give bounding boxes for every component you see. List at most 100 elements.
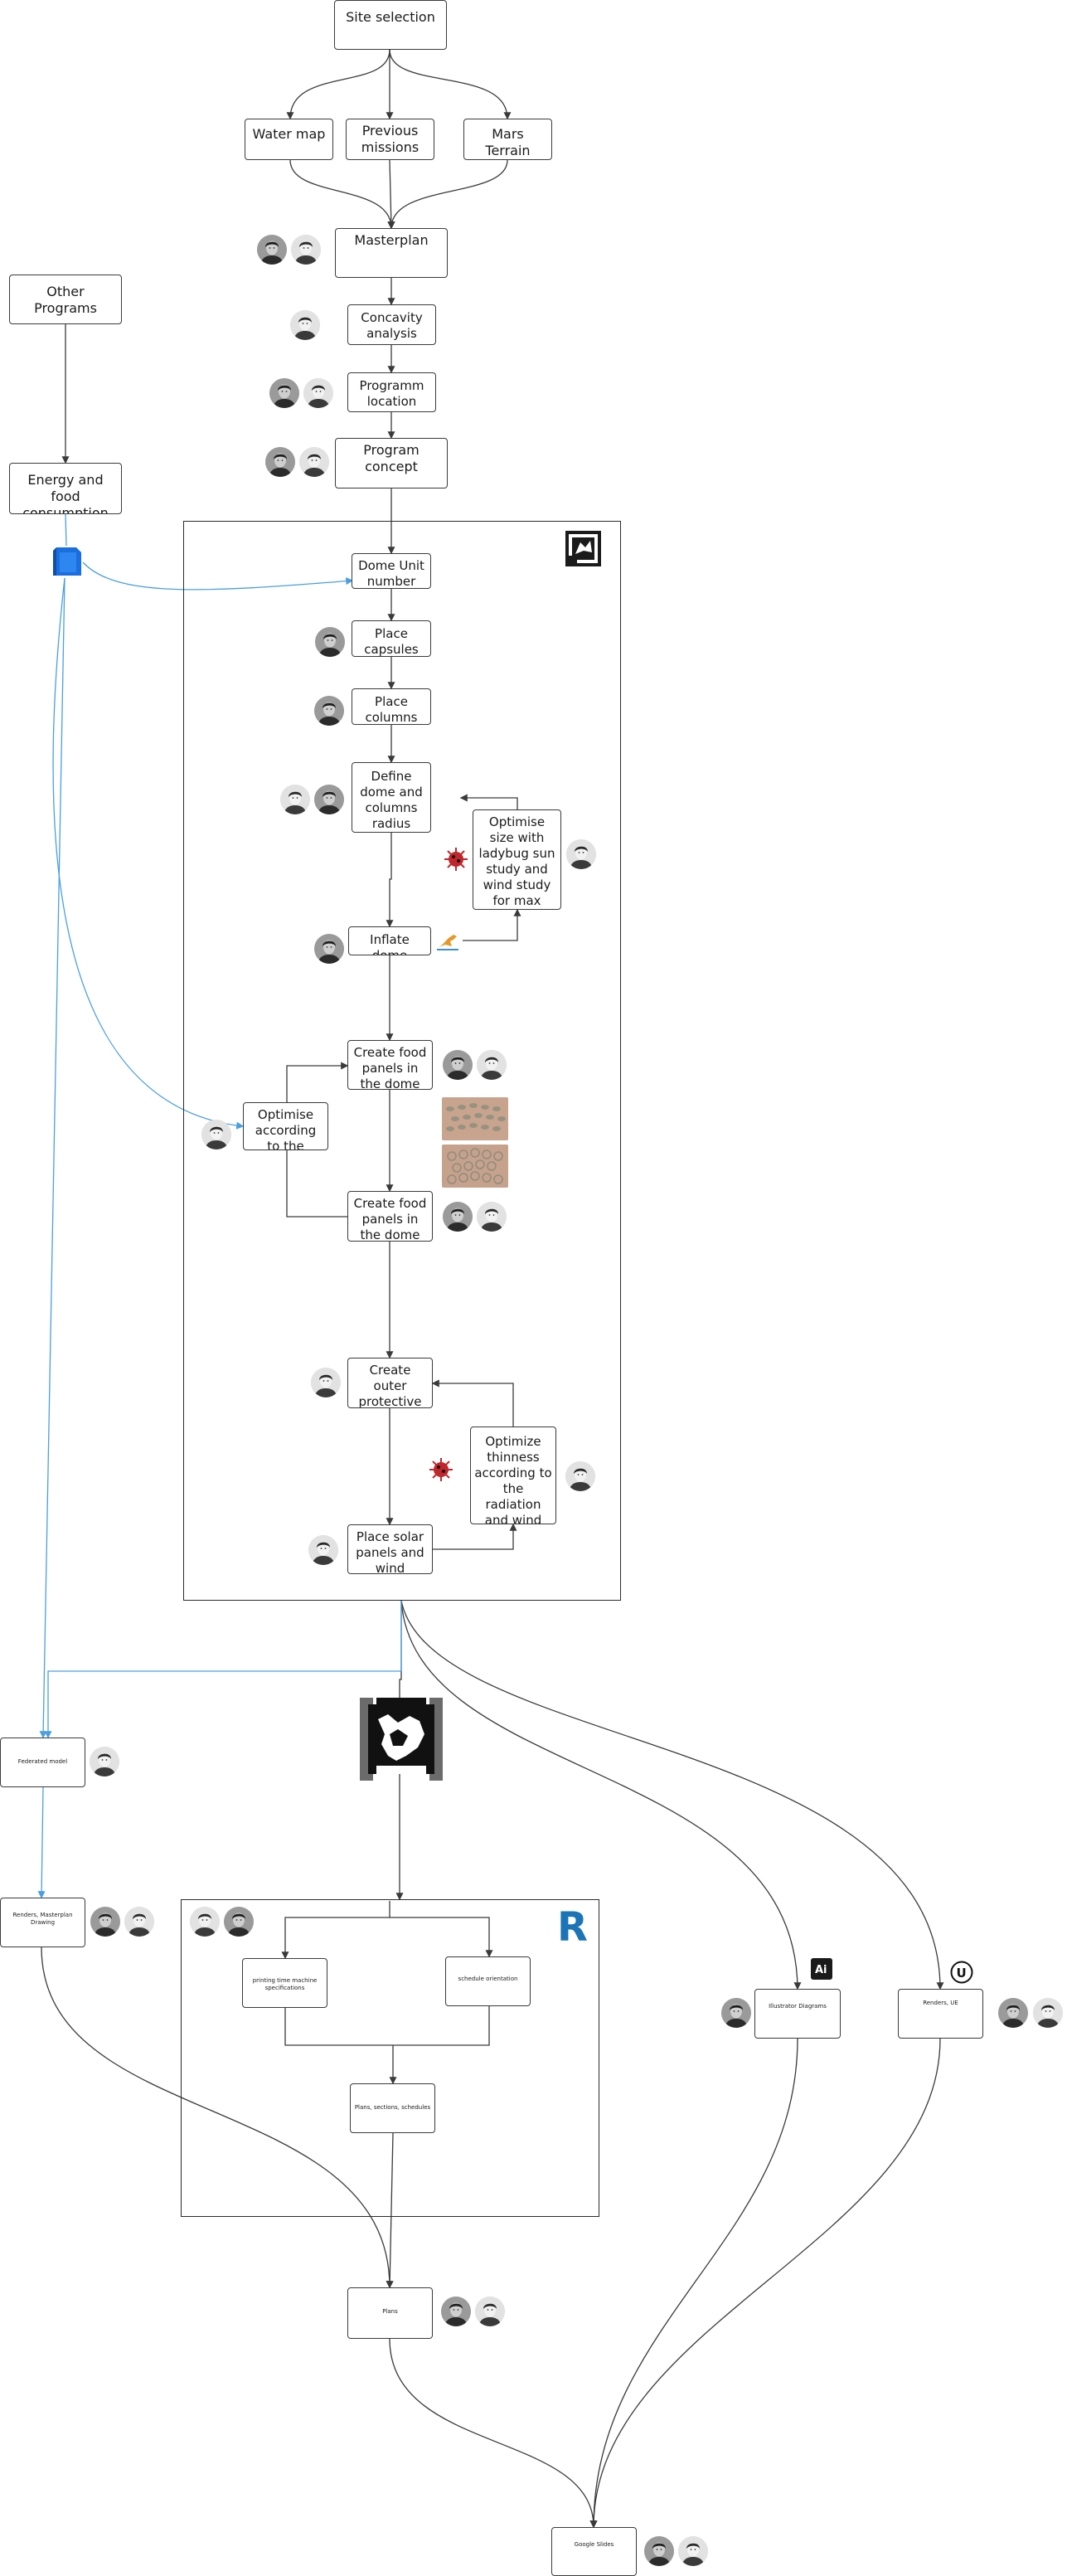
edge-prev-master xyxy=(387,159,395,230)
node-label: Define dome and columns radius xyxy=(360,769,423,831)
team-member-avatar xyxy=(90,1907,120,1937)
node-label: Plans, sections, schedules xyxy=(354,2104,431,2111)
edge-schedule-plans xyxy=(393,2006,490,2046)
node-place-capsules[interactable]: Place capsules xyxy=(352,620,431,657)
edge-inflate-optimise xyxy=(463,908,521,941)
node-label: Masterplan xyxy=(354,232,429,248)
node-program-concept[interactable]: Program concept xyxy=(335,438,448,488)
svg-text:R: R xyxy=(557,1904,588,1946)
team-member-avatar xyxy=(190,1907,220,1937)
edge-solar-thinness xyxy=(433,1523,517,1550)
node-label: Plans xyxy=(382,2308,398,2315)
team-member-avatar xyxy=(265,447,295,477)
rhino-grasshopper-icon xyxy=(565,531,601,566)
node-water-map[interactable]: Water map xyxy=(245,119,333,160)
svg-text:U: U xyxy=(957,1966,967,1981)
rhino-icon xyxy=(360,1698,443,1781)
node-previous-missions[interactable]: Previous missions xyxy=(346,119,434,160)
edge-plansections-plans xyxy=(386,2132,394,2289)
edge-frame-federated xyxy=(44,1601,402,1739)
edge-federated-renders xyxy=(37,1786,46,1899)
node-label: Program concept xyxy=(363,442,420,474)
team-member-avatar xyxy=(201,1120,231,1149)
node-label: Energy and food consumption data xyxy=(22,472,109,514)
node-create-food-1[interactable]: Create food panels in the dome xyxy=(347,1040,433,1090)
node-label: Optimise according to the needs xyxy=(255,1107,317,1150)
team-member-avatar xyxy=(311,1368,341,1397)
team-member-avatar xyxy=(566,839,596,869)
grasshopper-frame xyxy=(183,521,621,1601)
node-energy-food[interactable]: Energy and food consumption data xyxy=(9,463,122,514)
edge-thinness-outer xyxy=(431,1379,514,1427)
illustrator-icon: Ai xyxy=(811,1958,832,1980)
node-renders-ue[interactable]: Renders, UE xyxy=(898,1989,983,2039)
team-member-avatar xyxy=(443,1050,473,1080)
node-federated-model[interactable]: Federated model xyxy=(0,1738,85,1787)
node-label: Place columns xyxy=(365,694,418,725)
node-optimise-needs[interactable]: Optimise according to the needs xyxy=(243,1102,328,1150)
food-panel-render xyxy=(442,1097,508,1140)
node-optimise-size[interactable]: Optimise size with ladybug sun study and… xyxy=(473,809,561,910)
team-member-avatar xyxy=(90,1747,119,1776)
node-renders-masterplan[interactable]: Renders, Masterplan Drawing xyxy=(0,1898,85,1947)
node-place-solar[interactable]: Place solar panels and wind xyxy=(347,1524,433,1574)
data-file-icon xyxy=(51,546,83,577)
node-label: Dome Unit number xyxy=(358,558,424,589)
node-create-outer[interactable]: Create outer protective shell xyxy=(347,1358,433,1408)
team-member-avatar xyxy=(224,1907,254,1937)
node-label: Concavity analysis xyxy=(361,310,423,341)
edge-illustrator-slides xyxy=(589,2038,798,2529)
team-member-avatar xyxy=(998,1998,1028,2028)
team-member-avatar xyxy=(314,785,344,814)
revit-icon: R xyxy=(555,1904,590,1951)
node-other-programs[interactable]: Other Programs xyxy=(9,275,122,324)
node-place-columns[interactable]: Place columns xyxy=(352,688,431,725)
node-plans[interactable]: Plans xyxy=(347,2287,433,2339)
node-concavity[interactable]: Concavity analysis xyxy=(347,304,436,345)
node-site-selection[interactable]: Site selection xyxy=(334,0,447,50)
unreal-engine-icon: U xyxy=(950,1961,973,1984)
node-label: Create food panels in the dome xyxy=(353,1196,427,1242)
node-label: Mars Terrain xyxy=(485,126,531,158)
edge-renders-ue-slides xyxy=(589,2038,941,2529)
team-member-avatar xyxy=(475,2297,505,2326)
team-member-avatar xyxy=(291,235,321,265)
food-panel-render xyxy=(442,1145,508,1188)
edge-optimise-food1 xyxy=(286,1062,349,1102)
node-label: Place capsules xyxy=(364,626,419,657)
node-label: Water map xyxy=(252,126,326,142)
node-label: Optimize thinness according to the radia… xyxy=(474,1434,552,1524)
edge-printing-plans xyxy=(284,2006,397,2085)
node-label: Place solar panels and wind xyxy=(356,1529,424,1574)
team-member-avatar xyxy=(257,235,287,265)
node-programm-location[interactable]: Programm location xyxy=(347,372,436,412)
node-schedule-orientation[interactable]: schedule orientation xyxy=(445,1956,531,2006)
edge-renders-plans xyxy=(41,1947,394,2289)
edge-site-water xyxy=(286,49,390,120)
edge-frame-renders-ue xyxy=(400,1600,944,1990)
node-label: Site selection xyxy=(346,9,435,25)
node-dome-unit[interactable]: Dome Unit number xyxy=(352,553,431,589)
team-member-avatar xyxy=(721,1998,751,2028)
node-illustrator-diagrams[interactable]: Illustrator Diagrams xyxy=(754,1989,841,2039)
team-member-avatar xyxy=(280,785,310,814)
team-member-avatar xyxy=(678,2536,708,2566)
team-member-avatar xyxy=(303,378,333,408)
team-member-avatar xyxy=(477,1202,507,1232)
node-inflate-dome[interactable]: Inflate dome xyxy=(348,926,431,955)
node-label: Renders, UE xyxy=(923,2000,958,2006)
node-google-slides[interactable]: Google Slides xyxy=(551,2527,637,2576)
node-define-dome[interactable]: Define dome and columns radius xyxy=(352,762,431,833)
ladybug-icon xyxy=(444,847,468,872)
node-optimize-thinness[interactable]: Optimize thinness according to the radia… xyxy=(470,1427,556,1524)
node-mars-terrain[interactable]: Mars Terrain xyxy=(463,119,552,160)
edge-excel-federated xyxy=(39,577,65,1739)
team-member-avatar xyxy=(299,447,329,477)
node-label: Programm location xyxy=(359,378,424,409)
node-printing-time[interactable]: printing time machine specifications xyxy=(242,1958,327,2008)
node-masterplan[interactable]: Masterplan xyxy=(335,228,448,278)
kangaroo-icon xyxy=(435,931,460,951)
node-plans-sections[interactable]: Plans, sections, schedules xyxy=(350,2083,435,2133)
node-create-food-2[interactable]: Create food panels in the dome xyxy=(347,1191,433,1242)
